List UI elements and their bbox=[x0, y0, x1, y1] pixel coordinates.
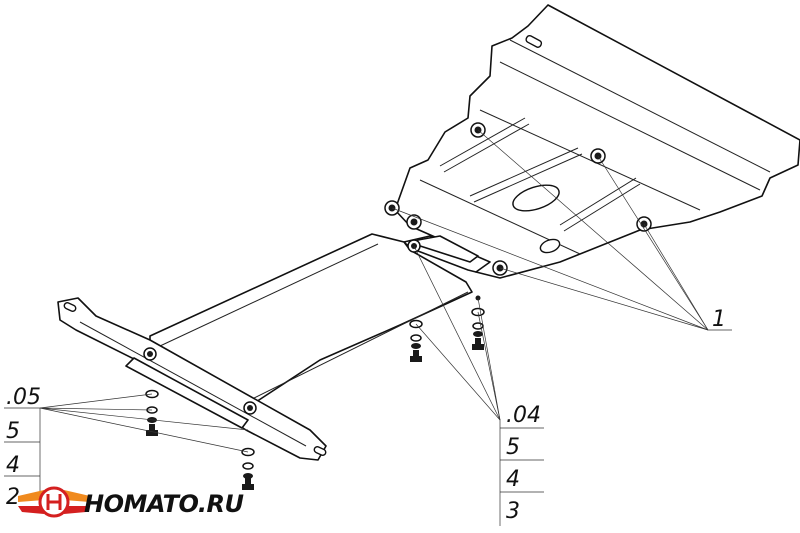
front-callout-label: 4 bbox=[6, 453, 20, 478]
callout-table-front bbox=[4, 407, 41, 510]
mid-callout-label: 4 bbox=[506, 467, 520, 492]
main-plate-bolt bbox=[384, 200, 400, 216]
homato-logo: HOMATO.RU bbox=[18, 486, 244, 518]
front-callout-washer-label: .05 bbox=[6, 385, 41, 410]
mid-callout-washer-label: .04 bbox=[506, 403, 541, 428]
front-callout-label: 5 bbox=[6, 419, 20, 444]
main-plate-bolt bbox=[406, 214, 422, 230]
front-callout-label: 2 bbox=[6, 485, 20, 510]
mid-callout-label: 3 bbox=[506, 499, 520, 524]
fastener-stack-front-right bbox=[241, 447, 255, 490]
part-label-1: 1 bbox=[712, 307, 726, 332]
fastener-stack-front-left bbox=[145, 389, 159, 436]
logo-wings-icon bbox=[18, 486, 90, 518]
mid-callout-label: 5 bbox=[506, 435, 520, 460]
logo-text: HOMATO.RU bbox=[84, 490, 243, 518]
front-plate-bolt bbox=[143, 347, 157, 361]
leader-lines bbox=[39, 129, 732, 453]
front-skid-plate bbox=[57, 233, 473, 461]
main-skid-plate bbox=[384, 4, 800, 279]
callout-table-mid bbox=[499, 420, 544, 526]
front-plate-bolt bbox=[243, 401, 257, 415]
fastener-stack-mid-left bbox=[409, 319, 423, 362]
